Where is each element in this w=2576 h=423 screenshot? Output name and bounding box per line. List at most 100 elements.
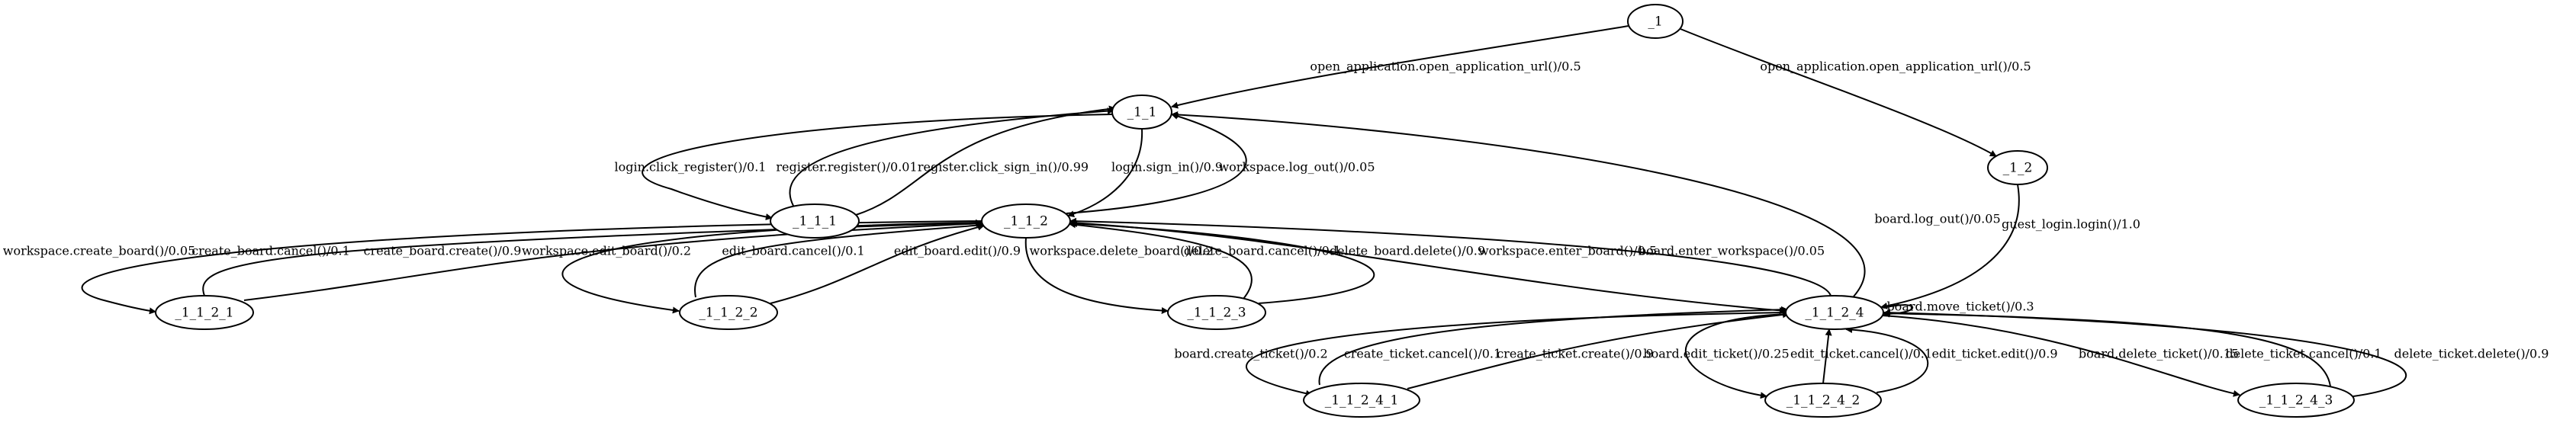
transition-label: create_ticket.cancel()/0.1: [1344, 347, 1501, 361]
transition-arrow: [1684, 313, 1788, 399]
state-node-ellipse: [679, 295, 778, 330]
transition-arrow: [1069, 221, 1253, 300]
state-node-ellipse: [1111, 95, 1172, 130]
state-node-label: _1_1_2_4_3: [2259, 393, 2333, 409]
transition-arrow: [1171, 111, 1866, 297]
state-node-label: _1: [1648, 14, 1662, 30]
state-node: _1_1_2: [981, 203, 1071, 239]
transition-label: workspace.log_out()/0.05: [1218, 160, 1375, 175]
state-node-ellipse: [1303, 383, 1420, 418]
transition-edge: guest_login.login()/1.0: [1880, 184, 2140, 309]
state-node-ellipse: [2237, 383, 2355, 418]
transition-edge: open_application.open_application_url()/…: [1680, 28, 2031, 157]
transition-edge: login.sign_in()/0.9: [1067, 128, 1223, 217]
transition-label: edit_board.cancel()/0.1: [722, 244, 864, 258]
state-node-label: _1_2: [2003, 161, 2033, 176]
state-node-ellipse: [155, 295, 254, 330]
transition-arrow: [1070, 220, 1375, 304]
transition-arrow: [1822, 328, 1832, 384]
transition-label: edit_ticket.edit()/0.9: [1931, 347, 2057, 361]
transition-label: workspace.enter_board()/0.5: [1478, 244, 1657, 258]
transition-edge: board.move_ticket()/0.3: [1883, 300, 2034, 318]
transition-edge: open_application.open_application_url()/…: [1171, 25, 1629, 109]
transition-arrow: [855, 105, 1116, 216]
state-node-label: _1_1_2_1: [175, 306, 233, 321]
state-node-label: _1_1_2: [1004, 214, 1048, 229]
state-node-ellipse: [770, 203, 860, 239]
transition-label: open_application.open_application_url()/…: [1760, 59, 2031, 74]
transition-edge: register.register()/0.01: [776, 107, 1114, 207]
state-node-ellipse: [1764, 383, 1882, 418]
state-node: _1_1_2_4_1: [1303, 383, 1420, 418]
state-node: _1_2: [1987, 150, 2048, 185]
transition-label: edit_board.edit()/0.9: [894, 244, 1021, 258]
transition-label: delete_ticket.delete()/0.9: [2394, 347, 2549, 361]
transition-arrow: [642, 114, 1113, 220]
transition-arrow: [1066, 113, 1247, 214]
transition-label: board.create_ticket()/0.2: [1174, 347, 1327, 361]
transition-label: board.delete_ticket()/0.15: [2079, 347, 2239, 361]
state-node: _1_1_2_3: [1167, 295, 1266, 330]
state-node-label: _1_1_2_4: [1805, 306, 1864, 321]
transition-arrow: [202, 219, 982, 296]
state-node-ellipse: [1785, 295, 1884, 330]
transition-label: create_board.cancel()/0.1: [191, 244, 350, 258]
transition-label: edit_ticket.cancel()/0.1: [1790, 347, 1932, 361]
state-node-label: _1_1_2_3: [1187, 306, 1246, 321]
state-node: _1_1_1: [770, 203, 860, 239]
transition-edge: delete_board.delete()/0.9: [1070, 220, 1485, 304]
transition-arrow: [1067, 128, 1143, 217]
state-node-ellipse: [1167, 295, 1266, 330]
transition-arrow: [694, 222, 985, 298]
transition-edge: board.edit_ticket()/0.25: [1643, 313, 1790, 399]
state-node: _1_1_2_2: [679, 295, 778, 330]
transition-arrow: [81, 220, 982, 315]
transition-label: board.edit_ticket()/0.25: [1643, 347, 1789, 361]
transition-arrow: [1024, 237, 1169, 314]
transition-label: login.click_register()/0.1: [615, 160, 767, 175]
transition-label: delete_board.cancel()/0.1: [1184, 244, 1341, 258]
transition-edge: edit_board.cancel()/0.1: [694, 222, 985, 298]
transition-label: workspace.create_board()/0.05: [3, 244, 196, 258]
transition-arrow: [1171, 25, 1629, 109]
transition-label: guest_login.login()/1.0: [2002, 217, 2140, 232]
state-node: _1_1_2_4_3: [2237, 383, 2355, 418]
state-node-ellipse: [1627, 4, 1684, 39]
transition-label: workspace.edit_board()/0.2: [522, 244, 691, 258]
transition-arrow: [1883, 309, 2407, 397]
state-node-label: _1_1_2_4_1: [1325, 393, 1399, 409]
transition-edge: workspace.enter_board()/0.5: [1069, 222, 1786, 314]
state-node: _1_1_2_4_2: [1764, 383, 1882, 418]
transition-label: board.log_out()/0.05: [1874, 212, 2000, 226]
transition-arrow: [1845, 326, 1929, 393]
transition-edge: delete_ticket.delete()/0.9: [1883, 309, 2549, 397]
transition-arrow: [1882, 315, 2240, 397]
transition-edge: login.click_register()/0.1: [615, 114, 1113, 220]
transition-arrow: [789, 107, 1114, 207]
transition-arrow: [1407, 311, 1790, 389]
transition-edge: create_ticket.create()/0.9: [1407, 311, 1790, 389]
transition-edge: workspace.create_board()/0.05: [3, 220, 982, 315]
transition-arrow: [1880, 184, 2020, 309]
state-node-ellipse: [981, 203, 1071, 239]
state-node: _1: [1627, 4, 1684, 39]
state-node: _1_1_2_1: [155, 295, 254, 330]
state-node-label: _1_1_2_2: [699, 306, 757, 321]
state-node-ellipse: [1987, 150, 2048, 185]
transition-label: create_board.create()/0.9: [364, 244, 522, 258]
transition-label: login.sign_in()/0.9: [1111, 160, 1223, 175]
transition-edge: workspace.delete_board()/0.2: [1024, 237, 1214, 314]
state-node-label: _1_1_2_4_2: [1786, 393, 1860, 409]
transition-edge: board.log_out()/0.05: [1171, 111, 2001, 297]
state-node: _1_1: [1111, 95, 1172, 130]
transition-label: create_ticket.create()/0.9: [1497, 347, 1654, 361]
transition-label: register.register()/0.01: [776, 160, 917, 175]
transition-edge: edit_ticket.edit()/0.9: [1845, 326, 2058, 393]
transition-edge: edit_board.edit()/0.9: [770, 223, 1021, 304]
transition-label: delete_board.delete()/0.9: [1330, 244, 1485, 258]
state-node-label: _1_1: [1127, 105, 1157, 120]
transition-edge: workspace.log_out()/0.05: [1066, 113, 1375, 214]
transition-edge: edit_ticket.cancel()/0.1: [1790, 328, 1932, 384]
transition-arrow: [1069, 222, 1786, 314]
